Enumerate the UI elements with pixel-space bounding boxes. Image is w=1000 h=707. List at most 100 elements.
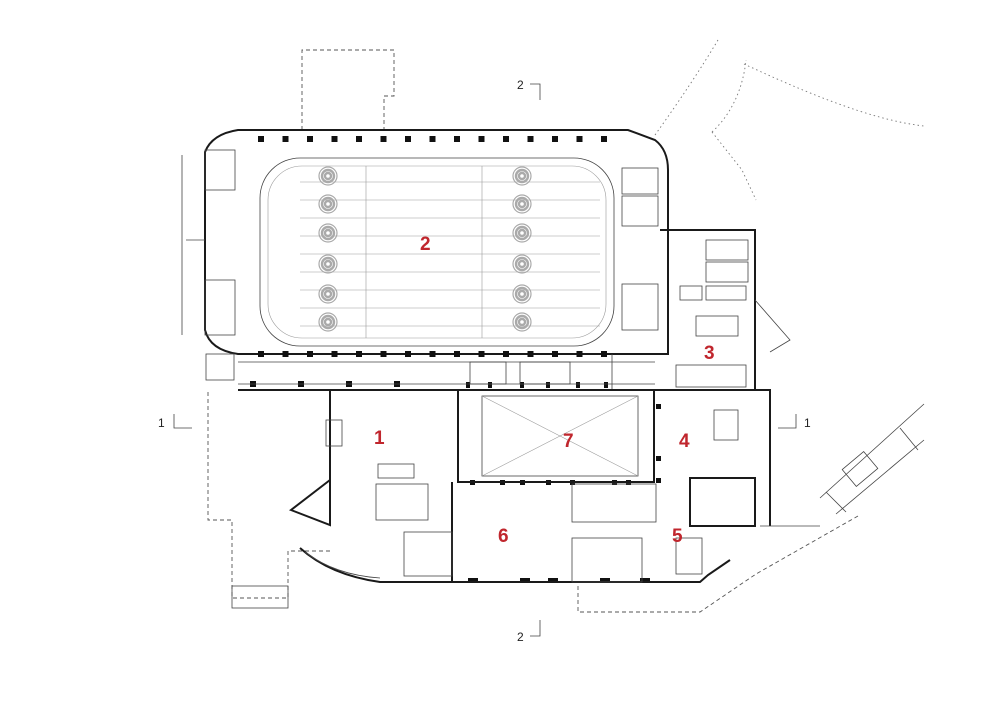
ice-rink (259, 157, 615, 347)
column (380, 136, 387, 142)
column (258, 351, 264, 357)
column (656, 456, 661, 461)
columns (250, 136, 661, 581)
column (601, 136, 607, 142)
curling-house (320, 286, 336, 302)
curling-house (323, 171, 333, 181)
curling-house (512, 194, 532, 214)
column (454, 351, 460, 357)
column (527, 351, 534, 357)
room-label-4: 4 (679, 431, 690, 452)
column (640, 578, 650, 581)
curling-house (517, 228, 527, 238)
section-marker-bottom: 2 (517, 630, 524, 644)
column (380, 351, 387, 357)
column (552, 136, 558, 142)
section-marker-top: 2 (517, 78, 524, 92)
column (331, 351, 338, 357)
column (576, 136, 583, 142)
column (282, 136, 289, 142)
curling-house (318, 166, 338, 186)
column (356, 351, 362, 357)
column (503, 351, 509, 357)
curling-house (514, 196, 530, 212)
column (576, 382, 580, 388)
curling-house (514, 225, 530, 241)
curling-house (514, 314, 530, 330)
column (600, 578, 610, 581)
west-rooms (181, 149, 236, 381)
curling-house (323, 199, 333, 209)
column (604, 382, 608, 388)
curling-house (323, 259, 333, 269)
column (405, 351, 411, 357)
room-label-1: 1 (374, 428, 385, 449)
curling-house (323, 228, 333, 238)
curling-house (514, 286, 530, 302)
column (520, 382, 524, 388)
room-labels: 2 3 1 7 4 6 5 (374, 234, 715, 547)
atrium-skylight (457, 389, 655, 483)
column (307, 136, 313, 142)
section-marker-right: 1 (804, 416, 811, 430)
east-rooms (621, 167, 749, 388)
room-label-5: 5 (672, 526, 683, 547)
curling-house (514, 256, 530, 272)
column (478, 136, 485, 142)
column (656, 404, 661, 409)
curling-house (320, 225, 336, 241)
column (656, 478, 661, 483)
curling-house (323, 317, 333, 327)
section-markers: 2 2 1 1 (158, 78, 811, 644)
site-boundary (207, 39, 925, 613)
column (503, 136, 509, 142)
column (576, 351, 583, 357)
curling-house (318, 284, 338, 304)
column (429, 351, 436, 357)
column (429, 136, 436, 142)
column (468, 578, 478, 581)
curling-house (318, 194, 338, 214)
curling-house (318, 312, 338, 332)
column (601, 351, 607, 357)
room-label-7: 7 (563, 431, 574, 452)
room-label-6: 6 (498, 526, 509, 547)
curling-house (512, 284, 532, 304)
curling-house (517, 171, 527, 181)
column (520, 578, 530, 581)
corridor (238, 354, 655, 390)
column (356, 136, 362, 142)
column (258, 136, 264, 142)
curling-house (320, 256, 336, 272)
column (307, 351, 313, 357)
pedestrian-bridge (819, 403, 925, 515)
column (527, 136, 534, 142)
column (282, 351, 289, 357)
column (405, 136, 411, 142)
building-outline (204, 129, 820, 583)
column (488, 382, 492, 388)
curling-house (514, 168, 530, 184)
curling-house (512, 254, 532, 274)
column (466, 382, 470, 388)
curling-house (512, 166, 532, 186)
curling-house (517, 289, 527, 299)
curling-house (320, 168, 336, 184)
room-label-3: 3 (704, 343, 715, 364)
column (548, 578, 558, 581)
lower-rooms (231, 409, 739, 609)
curling-house (512, 223, 532, 243)
section-marker-left: 1 (158, 416, 165, 430)
curling-house (320, 314, 336, 330)
column (478, 351, 485, 357)
curling-house (318, 223, 338, 243)
column (546, 382, 550, 388)
curling-house (320, 196, 336, 212)
curling-house (512, 312, 532, 332)
curling-targets (318, 166, 532, 332)
room-label-2: 2 (420, 234, 431, 255)
column (331, 136, 338, 142)
curling-house (517, 317, 527, 327)
curling-house (517, 259, 527, 269)
